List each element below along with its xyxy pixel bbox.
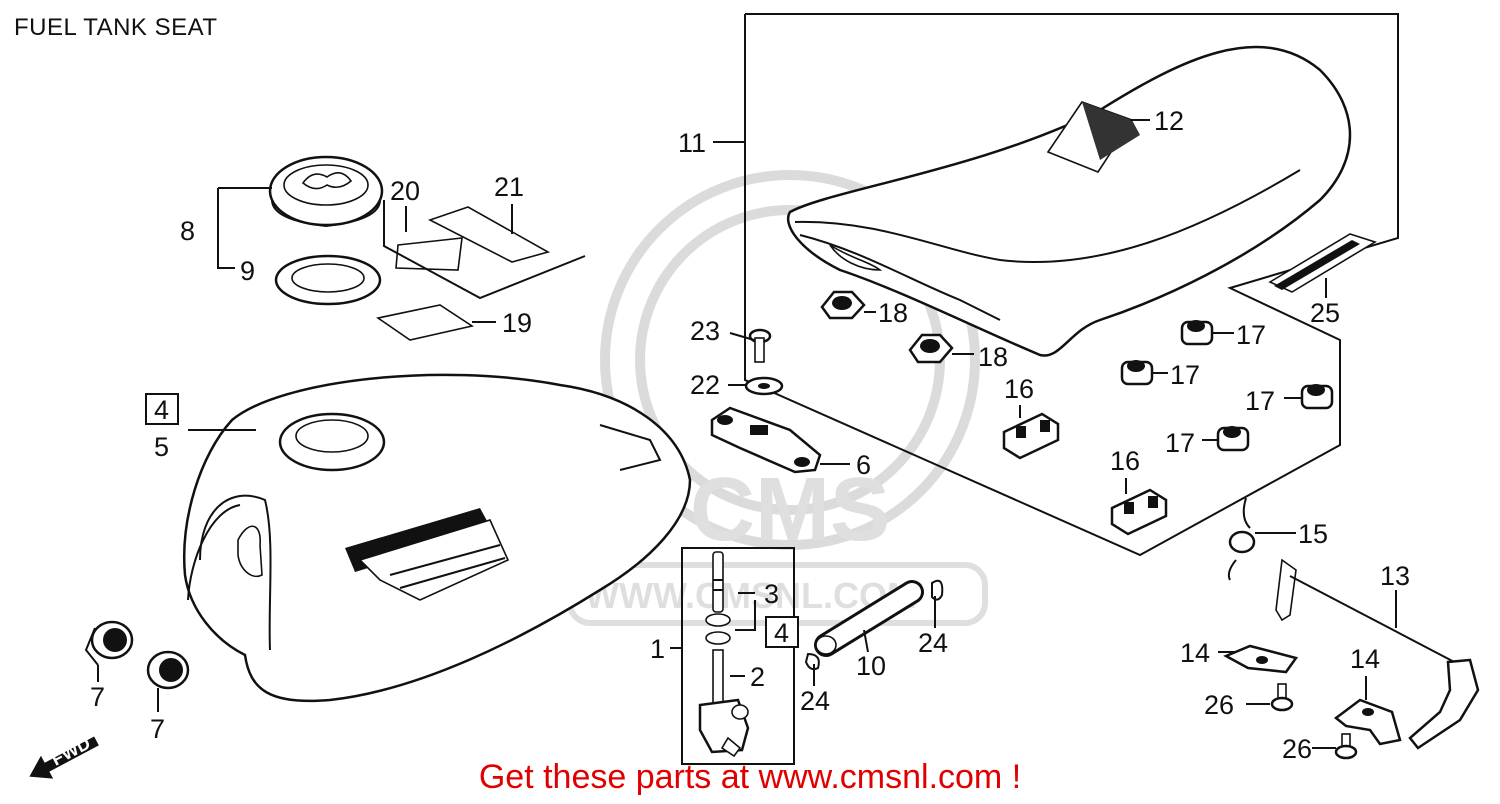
callout-10[interactable]: 10	[856, 651, 886, 681]
seat-cushion-part-18b[interactable]	[908, 333, 954, 364]
callout-20[interactable]: 20	[390, 176, 420, 206]
bolt-part-26b[interactable]	[1334, 733, 1358, 760]
callout-6[interactable]: 6	[856, 450, 871, 480]
seat-cushion-part-16a[interactable]	[1002, 412, 1060, 460]
leader-lines	[188, 119, 1397, 749]
seat-cushion-part-17c[interactable]	[1300, 384, 1334, 410]
callout-21[interactable]: 21	[494, 172, 524, 202]
watermark-logo-text: CMS	[690, 460, 890, 560]
caution-label-part-20[interactable]	[383, 200, 586, 300]
tube-clip-part-24b[interactable]	[804, 652, 820, 671]
tank-cushion-part-7b[interactable]	[146, 650, 190, 690]
fuel-cock-part-2[interactable]	[698, 649, 750, 758]
spring-part-15[interactable]	[1227, 497, 1256, 581]
callout-19[interactable]: 19	[502, 308, 532, 338]
fuel-cap-part-8[interactable]	[268, 155, 384, 228]
footer-cta[interactable]: Get these parts at www.cmsnl.com !	[478, 758, 1022, 796]
boxed-callout-4a[interactable]: 4	[145, 393, 179, 425]
leader-8-9	[217, 187, 272, 269]
diagram-title: FUEL TANK SEAT	[14, 14, 218, 41]
callout-4b: 4	[774, 618, 789, 648]
seat-box-outline	[744, 13, 1399, 557]
callout-13[interactable]: 13	[1380, 561, 1410, 591]
fuel-tube-part-10[interactable]	[814, 580, 924, 657]
callout-25[interactable]: 25	[1310, 298, 1340, 328]
callout-26a[interactable]: 26	[1204, 690, 1234, 720]
callout-2[interactable]: 2	[750, 662, 765, 692]
callout-17b[interactable]: 17	[1170, 360, 1200, 390]
bolt-part-23[interactable]	[748, 328, 772, 363]
callout-24a[interactable]: 24	[918, 628, 948, 658]
seat-cushion-part-18a[interactable]	[820, 290, 866, 320]
callout-15[interactable]: 15	[1298, 519, 1328, 549]
callout-7b[interactable]: 7	[150, 714, 165, 744]
callout-12[interactable]: 12	[1154, 106, 1184, 136]
callout-7a[interactable]: 7	[90, 682, 105, 712]
callout-1[interactable]: 1	[650, 634, 665, 664]
callout-8[interactable]: 8	[180, 216, 195, 246]
seat-lock-rod-part-13[interactable]	[1275, 558, 1480, 750]
callout-16b[interactable]: 16	[1110, 446, 1140, 476]
tank-cushion-part-7a[interactable]	[84, 620, 134, 666]
callout-11[interactable]: 11	[678, 128, 706, 158]
caution-label-part-21[interactable]	[427, 206, 551, 263]
callout-4a: 4	[154, 395, 169, 425]
lock-stay-part-14b[interactable]	[1333, 698, 1402, 746]
callout-5[interactable]: 5	[154, 432, 169, 462]
callout-9[interactable]: 9	[240, 256, 255, 286]
lock-stay-part-14a[interactable]	[1223, 644, 1299, 674]
callout-16a[interactable]: 16	[1004, 374, 1034, 404]
cap-gasket-part-9[interactable]	[274, 254, 382, 306]
seat-cushion-part-17b[interactable]	[1120, 360, 1154, 386]
seat-cushion-part-17d[interactable]	[1216, 426, 1250, 452]
callout-numbers: 11 12 18 18 17 17 17 17 16 16 25 15 13 1…	[90, 106, 1410, 764]
tank-knee-recess	[237, 525, 263, 577]
callout-18b[interactable]: 18	[978, 342, 1008, 372]
seat-cushion-part-16b[interactable]	[1110, 488, 1168, 536]
boxed-callout-4b[interactable]: 4	[765, 616, 799, 648]
seat-cushion-part-17a[interactable]	[1180, 320, 1214, 346]
fuel-cock-assembly-box	[681, 547, 795, 765]
callout-17a[interactable]: 17	[1236, 320, 1266, 350]
callout-17c[interactable]: 17	[1245, 386, 1275, 416]
callout-23[interactable]: 23	[690, 316, 720, 346]
tank-mount-bracket-part-6[interactable]	[710, 406, 822, 474]
tube-clip-part-24a[interactable]	[931, 579, 944, 601]
callout-26b[interactable]: 26	[1282, 734, 1312, 764]
fuel-strainer-part-3[interactable]	[705, 551, 731, 645]
bolt-part-26a[interactable]	[1270, 683, 1294, 712]
washer-part-22[interactable]	[744, 376, 784, 396]
callout-17d[interactable]: 17	[1165, 428, 1195, 458]
callout-14a[interactable]: 14	[1180, 638, 1210, 668]
label-part-19[interactable]	[376, 304, 475, 341]
seat-bracket-part-25[interactable]	[1268, 233, 1377, 293]
callout-22[interactable]: 22	[690, 370, 720, 400]
callout-18a[interactable]: 18	[878, 298, 908, 328]
callout-14b[interactable]: 14	[1350, 644, 1380, 674]
callout-3[interactable]: 3	[764, 579, 779, 609]
callout-24b[interactable]: 24	[800, 686, 830, 716]
leaders-7	[97, 665, 159, 712]
honda-tank-emblem	[345, 508, 510, 601]
seat-part-11[interactable]	[787, 45, 1352, 357]
